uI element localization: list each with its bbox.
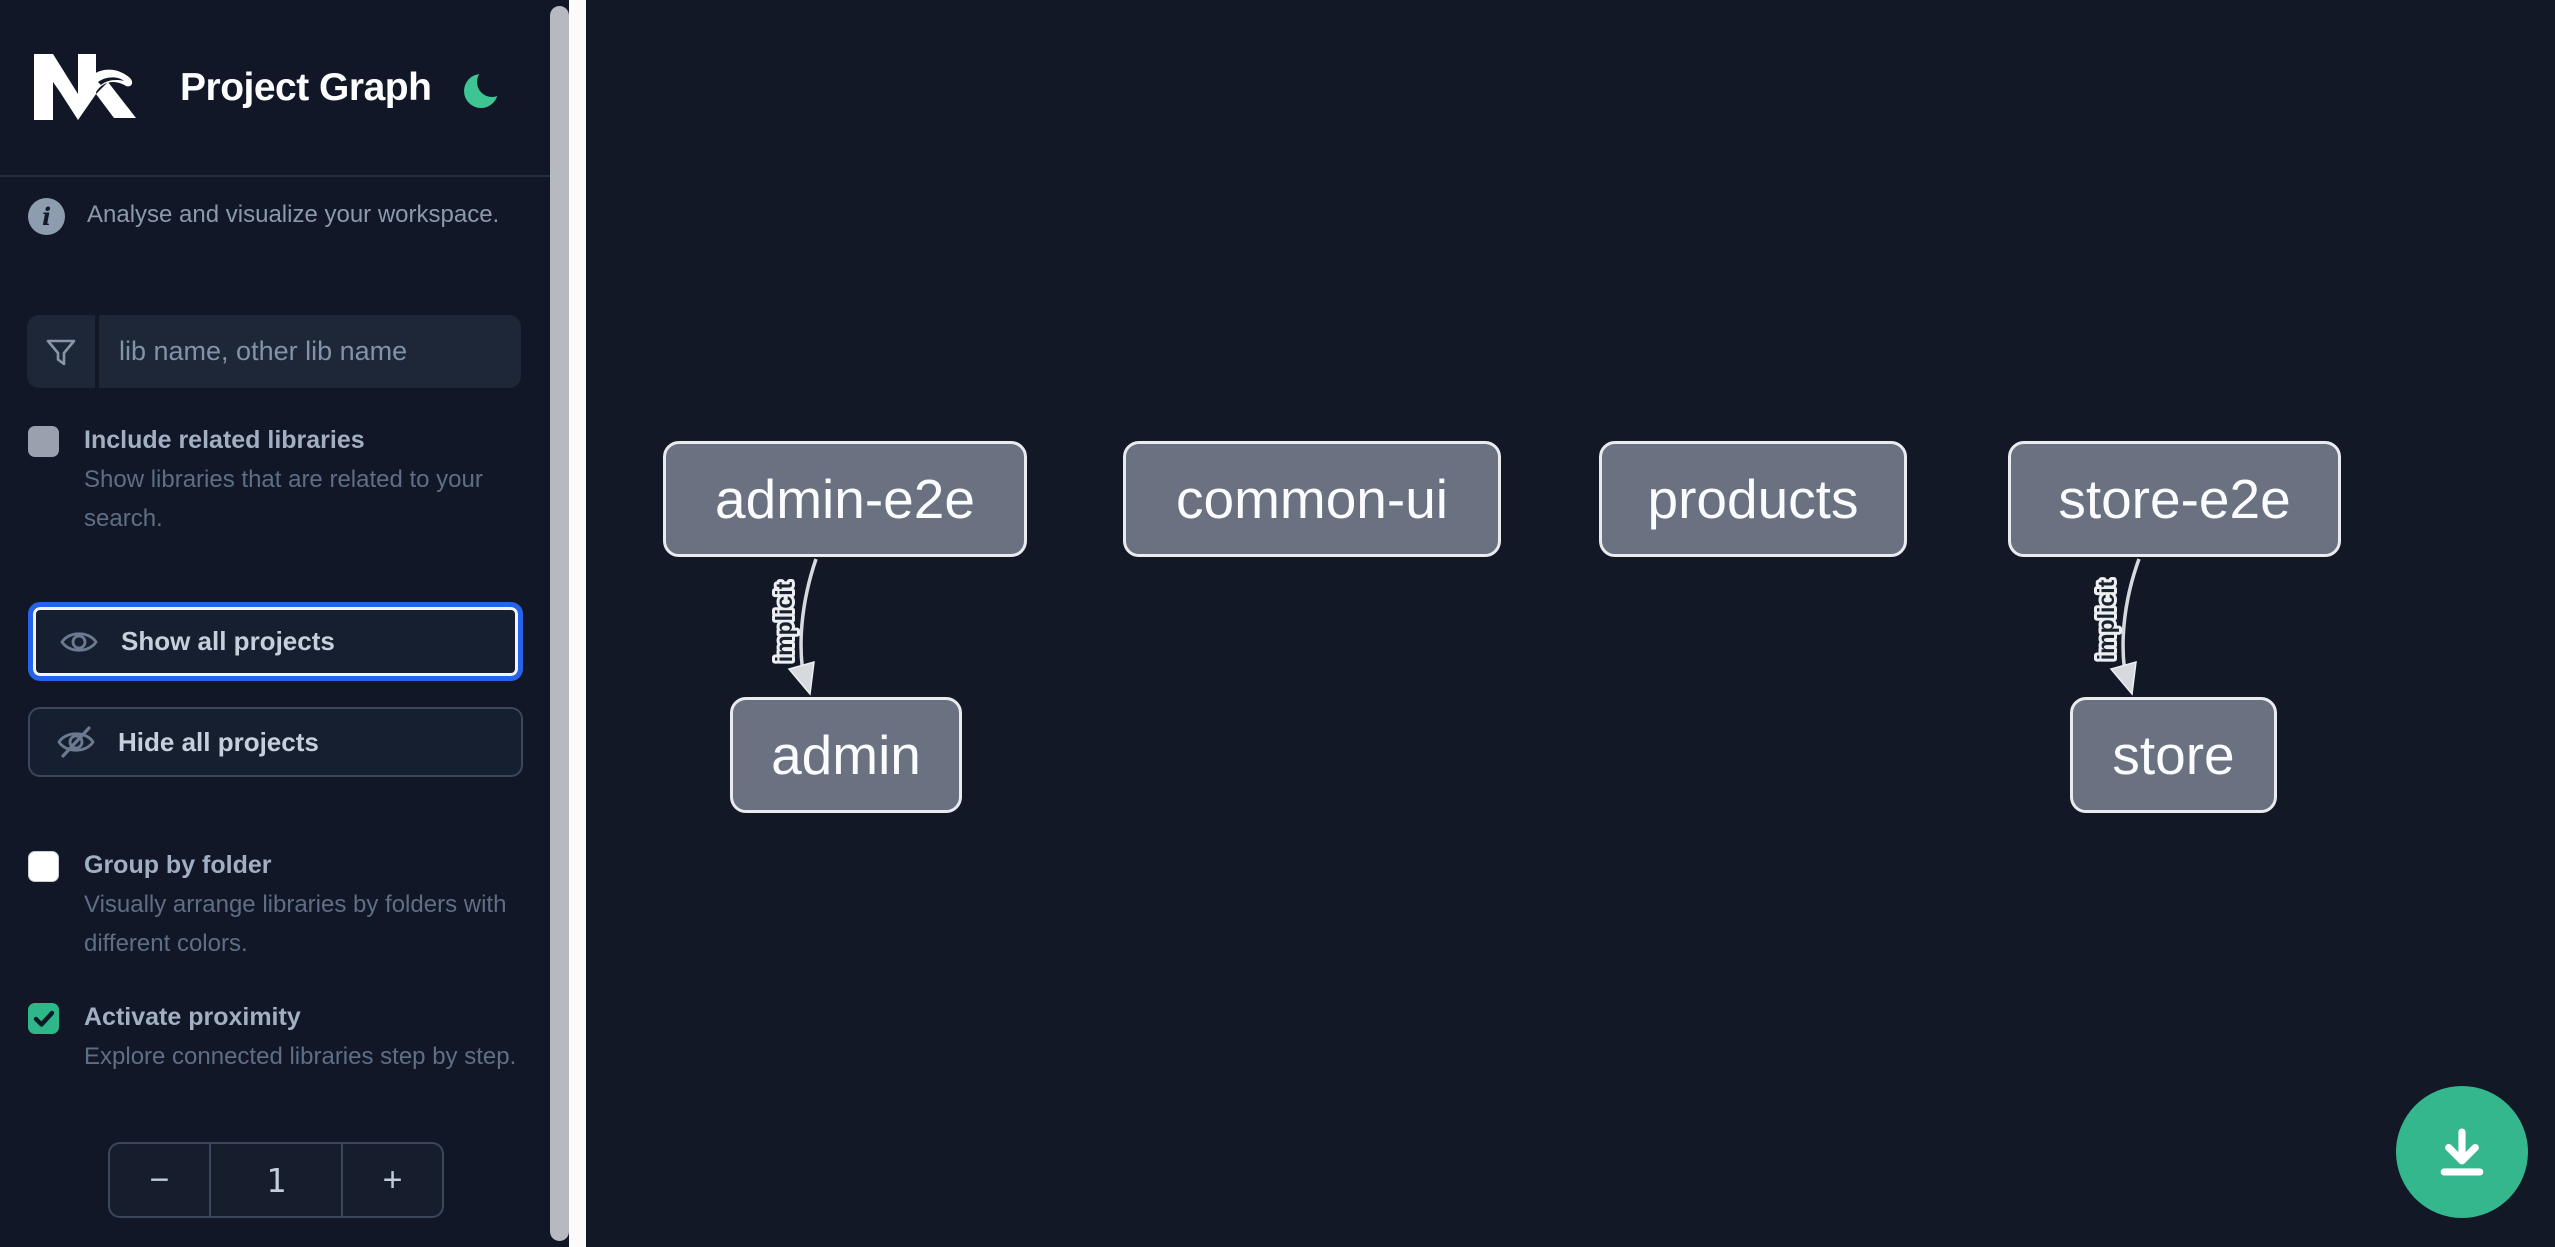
proximity-depth-stepper: − 1 +	[108, 1142, 444, 1218]
include-related-checkbox[interactable]	[28, 426, 59, 457]
info-icon: i	[28, 198, 65, 235]
group-by-folder-label[interactable]: Group by folder	[84, 851, 272, 879]
moon-icon[interactable]	[460, 66, 506, 112]
sidebar-header: Project Graph	[0, 0, 586, 177]
increment-button[interactable]: +	[382, 1160, 403, 1199]
eye-off-icon	[57, 726, 95, 758]
sidebar-scrollbar-track[interactable]	[569, 0, 586, 1247]
hide-all-projects-button[interactable]: Hide all projects	[28, 707, 523, 777]
workspace-tagline: i Analyse and visualize your workspace.	[28, 198, 548, 235]
funnel-icon	[46, 339, 76, 365]
activate-proximity-label[interactable]: Activate proximity	[84, 1003, 301, 1031]
activate-proximity-description: Explore connected libraries step by step…	[84, 1043, 517, 1070]
group-by-folder-option: Group by folder Visually arrange librari…	[28, 849, 528, 963]
filter-box	[27, 315, 521, 388]
sidebar: Project Graph i Analyse and visualize yo…	[0, 0, 586, 1247]
graph-node-store-e2e[interactable]: store-e2e	[2008, 441, 2341, 557]
include-related-description: Show libraries that are related to your …	[84, 466, 483, 532]
graph-node-store[interactable]: store	[2070, 697, 2277, 813]
activate-proximity-checkbox[interactable]	[28, 1003, 59, 1034]
graph-node-admin-e2e[interactable]: admin-e2e	[663, 441, 1027, 557]
filter-icon-cell	[27, 315, 99, 388]
graph-node-admin[interactable]: admin	[730, 697, 962, 813]
hide-all-projects-label: Hide all projects	[118, 726, 319, 757]
filter-input[interactable]	[99, 315, 521, 388]
activate-proximity-option: Activate proximity Explore connected lib…	[28, 1001, 528, 1076]
show-all-projects-label: Show all projects	[121, 626, 335, 656]
checkmark-icon	[33, 1010, 54, 1027]
download-icon	[2440, 1128, 2484, 1176]
proximity-depth-value: 1	[209, 1144, 343, 1216]
graph-canvas[interactable]	[586, 0, 2555, 1247]
graph-node-products[interactable]: products	[1599, 441, 1907, 557]
include-related-option: Include related libraries Show libraries…	[28, 424, 528, 538]
nx-logo	[34, 54, 136, 120]
download-image-button[interactable]	[2396, 1086, 2528, 1218]
eye-icon	[60, 631, 98, 652]
graph-node-common-ui[interactable]: common-ui	[1123, 441, 1501, 557]
group-by-folder-description: Visually arrange libraries by folders wi…	[84, 891, 507, 957]
show-all-projects-button[interactable]: Show all projects	[28, 602, 523, 681]
decrement-button[interactable]: −	[149, 1160, 170, 1199]
group-by-folder-checkbox[interactable]	[28, 851, 59, 882]
include-related-label[interactable]: Include related libraries	[84, 426, 365, 454]
tagline-text: Analyse and visualize your workspace.	[87, 201, 500, 228]
sidebar-scrollbar-thumb[interactable]	[550, 6, 569, 1241]
page-title: Project Graph	[180, 66, 432, 109]
